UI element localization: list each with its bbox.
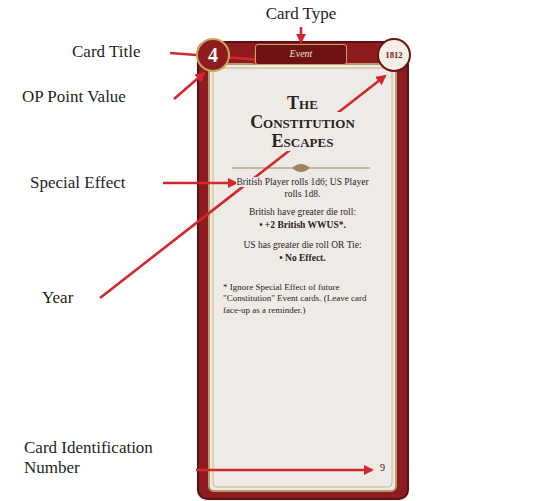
card-title: The Constitution Escapes — [239, 94, 366, 151]
card-inner-border — [213, 68, 392, 487]
callout-label: Card Type — [226, 4, 376, 24]
year-circle: 1812 — [377, 38, 411, 72]
callout-arrow — [300, 27, 303, 42]
circle-shape — [197, 39, 229, 71]
circle-shape — [378, 39, 410, 71]
callout-label: Card Identification Number — [24, 438, 189, 477]
effect-text: British Player rolls 1d6; US Player roll… — [236, 177, 369, 201]
effect-text: US has greater die roll OR Tie: — [226, 240, 379, 251]
callout-label: OP Point Value — [22, 87, 174, 107]
card-frame — [198, 42, 408, 499]
year-value: 1812 — [377, 38, 411, 72]
card-type-text: Event — [256, 45, 346, 63]
op-value-circle: 4 — [196, 38, 230, 72]
divider-ornament — [292, 164, 310, 172]
card-panel — [209, 64, 396, 491]
footnote-text: * Ignore Special Effect of future "Const… — [223, 282, 382, 316]
card-id-number: 9 — [369, 462, 385, 473]
callout-arrow — [174, 73, 204, 99]
card-type-banner: Event — [255, 44, 347, 65]
effect-text: • No Effect. — [226, 253, 379, 264]
effect-text: • +2 British WWUS*. — [226, 220, 379, 231]
callout-label: Card Title — [72, 42, 172, 62]
effect-text: British have greater die roll: — [226, 207, 379, 218]
callout-arrow — [100, 76, 385, 298]
game-card: Event41812The Constitution EscapesBritis… — [209, 64, 396, 491]
callout-label: Special Effect — [30, 173, 162, 193]
callout-arrow — [163, 182, 236, 185]
callout-arrow — [196, 469, 372, 472]
callout-arrows — [100, 27, 385, 470]
op-value: 4 — [196, 38, 230, 72]
callout-label: Year — [42, 288, 98, 308]
